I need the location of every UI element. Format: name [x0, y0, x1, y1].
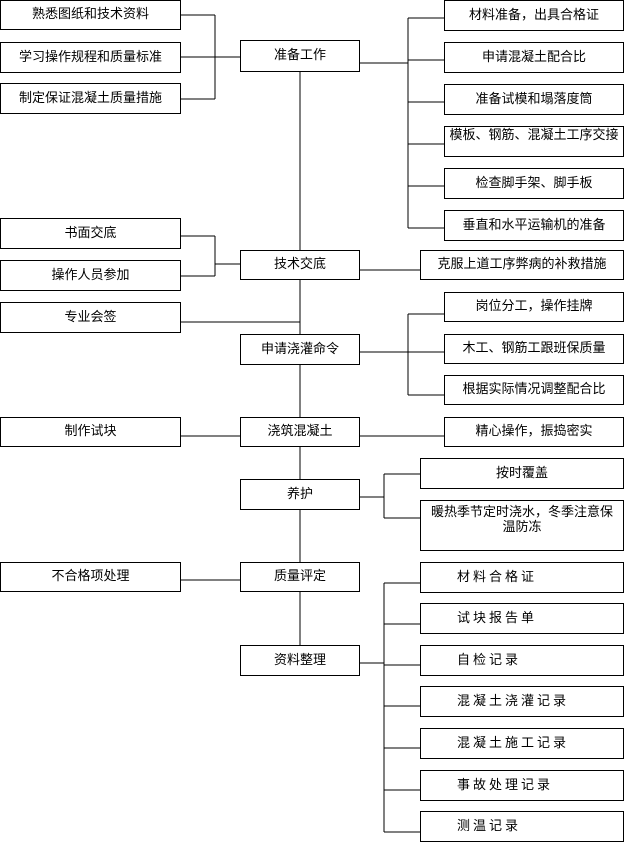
right-adjust-mix: 根据实际情况调整配合比: [444, 375, 624, 405]
left-familiarize-drawings: 熟悉图纸和技术资料: [0, 0, 181, 30]
doc-item: 试块报告单: [420, 603, 624, 634]
right-timely-cover: 按时覆盖: [420, 458, 624, 489]
step-documentation: 资料整理: [240, 645, 360, 676]
right-post-assignment: 岗位分工，操作挂牌: [444, 292, 624, 322]
doc-item: 测温记录: [420, 811, 624, 842]
right-remedy-measures: 克服上道工序弊病的补救措施: [420, 250, 624, 280]
doc-item: 自检记录: [420, 645, 624, 676]
doc-item: 事故处理记录: [420, 770, 624, 801]
right-water-and-frost: 暖热季节定时浇水，冬季注意保温防冻: [420, 500, 624, 551]
step-apply-pour: 申请浇灌命令: [240, 334, 360, 365]
doc-item: 材料合格证: [420, 562, 624, 593]
right-materials: 材料准备，出具合格证: [444, 0, 624, 31]
right-vibrate-compact: 精心操作，振捣密实: [444, 417, 624, 447]
step-tech-brief: 技术交底: [240, 250, 360, 280]
left-quality-measures: 制定保证混凝土质量措施: [0, 83, 181, 114]
right-scaffold-check: 检查脚手架、脚手板: [444, 168, 624, 199]
step-prepare: 准备工作: [240, 40, 360, 72]
right-formwork-handover: 模板、钢筋、混凝土工序交接: [444, 126, 624, 157]
doc-item: 混凝土施工记录: [420, 728, 624, 759]
right-mix-ratio: 申请混凝土配合比: [444, 42, 624, 73]
doc-item: 混凝土浇灌记录: [420, 686, 624, 717]
left-make-samples: 制作试块: [0, 417, 181, 447]
left-specialty-sign: 专业会签: [0, 302, 181, 333]
step-curing: 养护: [240, 479, 360, 510]
left-nonconforming: 不合格项处理: [0, 562, 181, 592]
right-transport-prep: 垂直和水平运输机的准备: [444, 210, 624, 241]
left-operators-join: 操作人员参加: [0, 260, 181, 291]
step-pour-concrete: 浇筑混凝土: [240, 417, 360, 447]
left-study-rules: 学习操作规程和质量标准: [0, 42, 181, 73]
left-written-brief: 书面交底: [0, 218, 181, 249]
step-quality-assessment: 质量评定: [240, 562, 360, 592]
right-test-molds: 准备试模和塌落度筒: [444, 84, 624, 115]
right-carpenters-follow: 木工、钢筋工跟班保质量: [444, 334, 624, 364]
